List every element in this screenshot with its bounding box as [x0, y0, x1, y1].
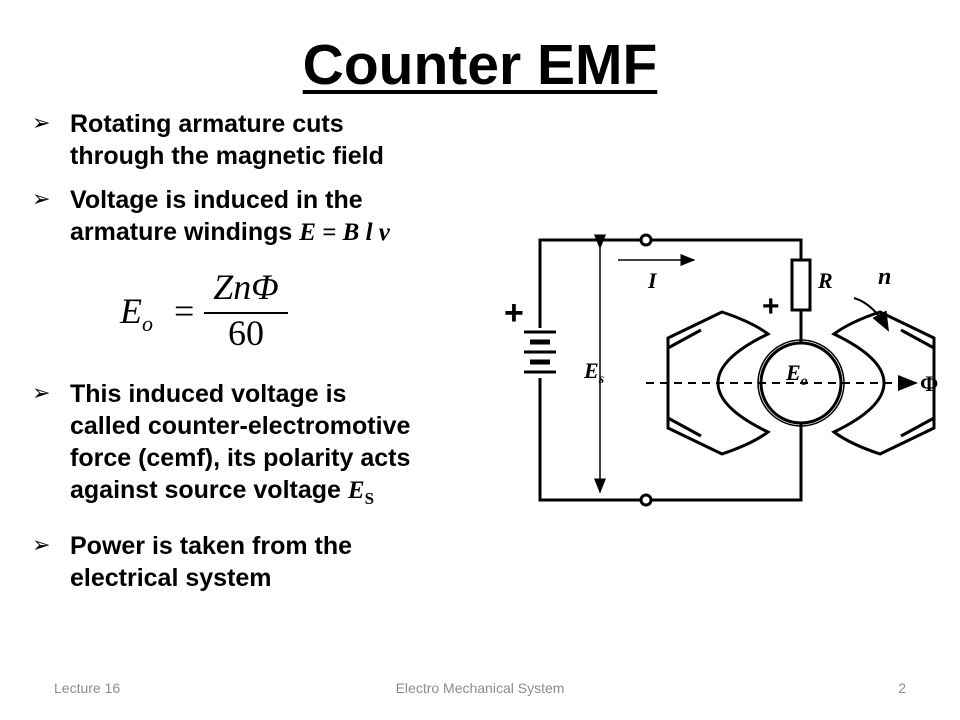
dc-motor-circuit-diagram: + Es I R + Eo Φ n	[504, 233, 938, 507]
armature-plus-label: +	[762, 290, 780, 323]
formula-lhs: Eo	[120, 291, 153, 337]
resistor-label: R	[817, 268, 833, 293]
induced-voltage-equation: E = B l v	[299, 219, 390, 246]
slide-title: Counter EMF	[302, 33, 658, 97]
bullet-3-line-2: called counter-electromotive	[70, 412, 411, 440]
cemf-label: Eo	[785, 360, 808, 389]
bullet-4: ➢ Power is taken from the electrical sys…	[32, 530, 512, 600]
footer-lecture: Lecture 16	[54, 680, 121, 696]
current-label: I	[647, 268, 658, 293]
formula-denominator: 60	[228, 313, 264, 353]
bullet-2-line-1: Voltage is induced in the	[70, 186, 363, 214]
battery-plus-label: +	[504, 294, 524, 332]
bullet-3-line-1: This induced voltage is	[70, 380, 347, 408]
speed-label: n	[878, 264, 891, 290]
cemf-formula: Eo = ZnΦ 60	[120, 267, 290, 353]
bullet-3: ➢ This induced voltage is called counter…	[32, 378, 512, 512]
bullet-arrow-icon: ➢	[32, 187, 51, 212]
resistor-symbol	[790, 258, 812, 312]
bullet-arrow-icon: ➢	[32, 111, 51, 136]
bullet-4-line-1: Power is taken from the	[70, 532, 353, 560]
formula-equals: =	[174, 291, 195, 331]
bullet-4-line-2: electrical system	[70, 564, 272, 592]
bullet-2-line-2: armature windings E = B l v	[70, 218, 390, 246]
bullet-3-line-3: force (cemf), its polarity acts	[70, 444, 411, 472]
battery-symbol	[524, 330, 556, 374]
bullet-1-line-2: through the magnetic field	[70, 142, 384, 170]
bottom-terminal	[639, 493, 653, 507]
bullet-1-line-1: Rotating armature cuts	[70, 110, 344, 138]
formula-numerator: ZnΦ	[213, 267, 279, 307]
rotation-arrow	[853, 297, 889, 332]
bullet-arrow-icon: ➢	[32, 533, 51, 558]
flux-label: Φ	[920, 371, 938, 396]
bullet-2: ➢ Voltage is induced in the armature win…	[32, 184, 512, 254]
bullet-arrow-icon: ➢	[32, 381, 51, 406]
footer-page-number: 2	[898, 680, 906, 696]
top-terminal	[639, 233, 653, 247]
source-voltage-symbol: ES	[347, 477, 375, 508]
bullet-1: ➢ Rotating armature cuts through the mag…	[32, 108, 512, 178]
source-voltage-label: Es	[583, 358, 605, 387]
bullet-3-line-4: against source voltage ES	[70, 476, 375, 508]
fraction-bar	[204, 312, 288, 314]
footer-course-title: Electro Mechanical System	[395, 680, 565, 696]
circuit-wires	[538, 238, 803, 502]
